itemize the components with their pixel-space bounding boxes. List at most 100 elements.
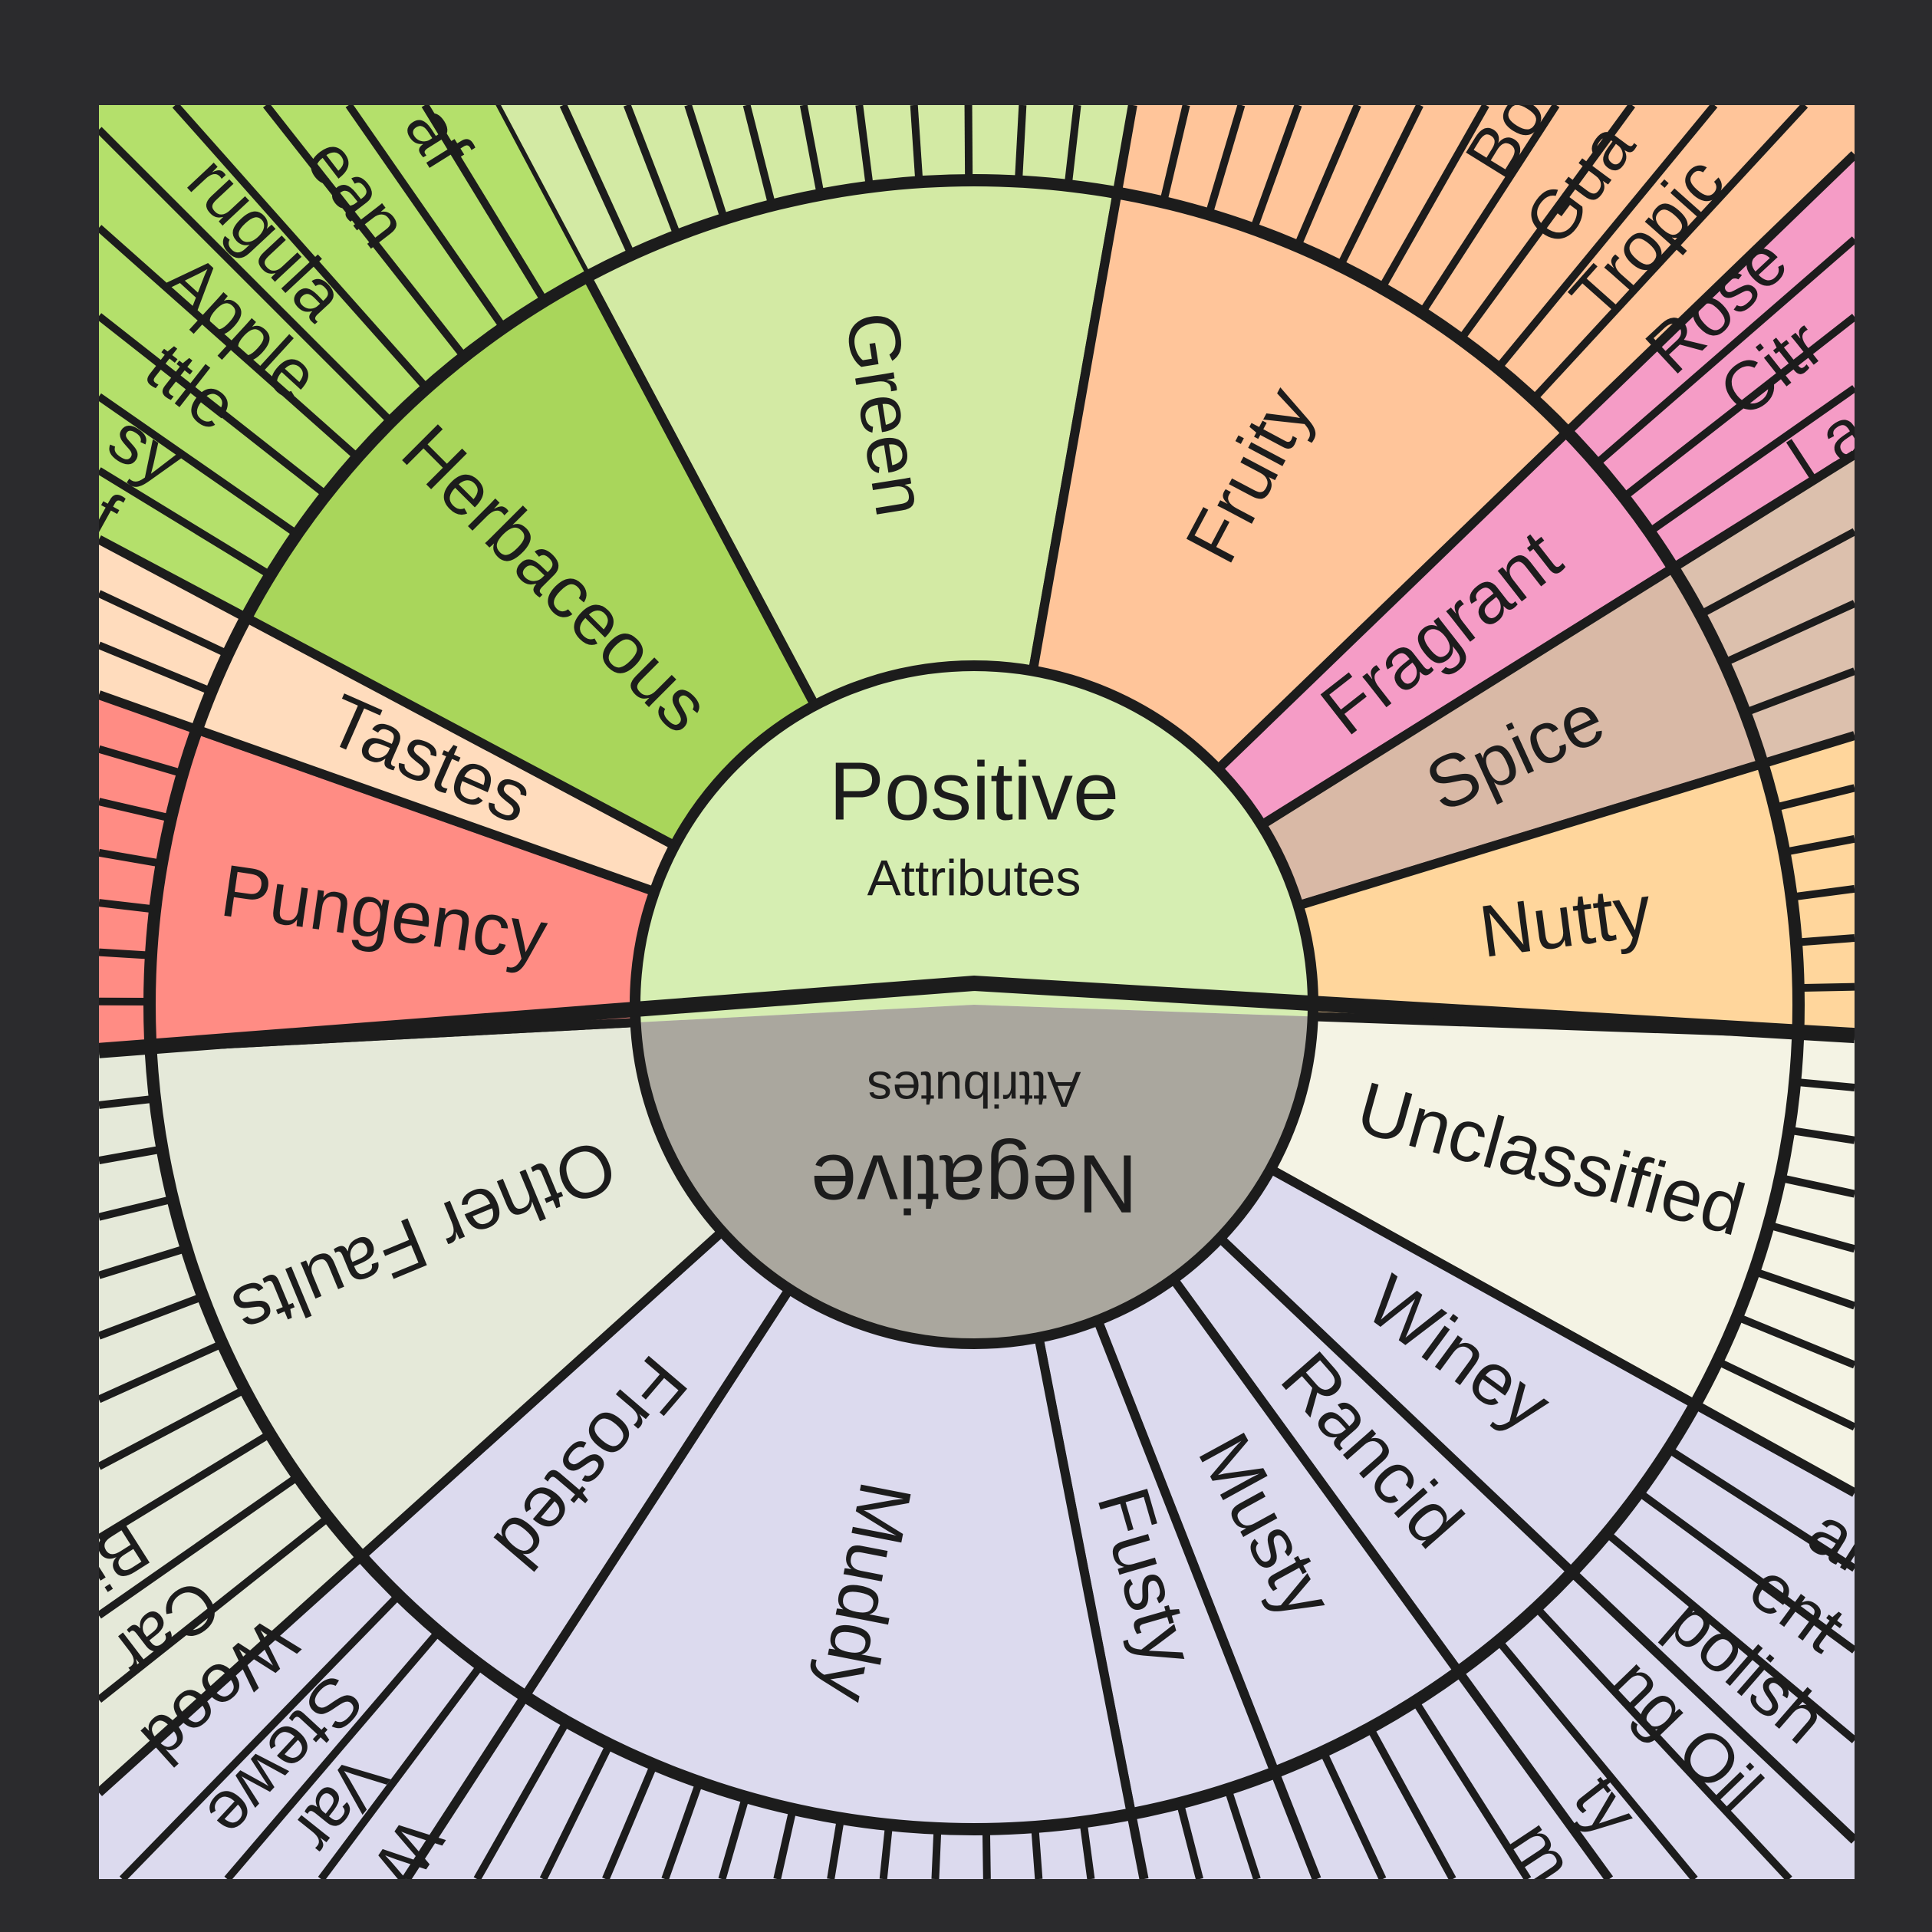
outer-divider [99, 948, 152, 959]
outer-segment-fusty [1131, 1772, 1317, 1879]
outer-divider [99, 313, 329, 499]
category-boundary [1670, 450, 1855, 572]
outer-divider [742, 105, 776, 206]
outer-divider [1294, 105, 1361, 248]
category-boundary [402, 1693, 529, 1879]
outer-divider [1224, 1788, 1261, 1879]
outer-divider [99, 1514, 331, 1703]
outer-divider [1723, 600, 1855, 666]
outer-divider [1418, 105, 1560, 315]
outer-divider [1621, 314, 1855, 501]
outer-divider [1767, 1221, 1855, 1253]
outer-divider [99, 393, 300, 538]
category-boundary [1112, 105, 1137, 194]
outer-divider [1636, 1489, 1855, 1654]
ring-border [143, 174, 1805, 1835]
negative-title: Negative [811, 1137, 1137, 1230]
outer-divider [99, 745, 184, 778]
outer-divider [473, 1720, 571, 1879]
outer-divider [99, 641, 213, 696]
outer-divider [855, 105, 874, 188]
outer-divider [1159, 105, 1190, 203]
outer-divider [224, 1629, 442, 1879]
outer-divider [1698, 528, 1855, 618]
outer-divider [1064, 105, 1081, 186]
negative-hub[interactable] [635, 1005, 1313, 1344]
outer-divider [263, 105, 468, 360]
outer-divider [1798, 982, 1855, 992]
outer-divider [684, 105, 729, 221]
outer-divider [1249, 105, 1302, 231]
outer-divider [1604, 1530, 1855, 1743]
category-boundary [99, 535, 248, 622]
outer-divider [1594, 236, 1855, 467]
outer-divider [1014, 105, 1027, 182]
category-boundary [1564, 151, 1855, 436]
outer-divider [1079, 1821, 1095, 1879]
outer-divider [718, 1795, 750, 1879]
outer-divider [99, 1195, 174, 1221]
outer-divider [1773, 784, 1855, 811]
positive-hub[interactable] [635, 665, 1313, 1023]
outer-divider [1783, 834, 1855, 856]
outer-divider [1791, 884, 1855, 901]
outer-divider [1795, 934, 1855, 946]
outer-divider [827, 1818, 845, 1879]
category-boundary [99, 1552, 365, 1796]
outer-divider [1457, 105, 1635, 342]
outer-divider [99, 1473, 301, 1619]
outer-divider [879, 1824, 894, 1879]
outer-divider [1794, 1078, 1855, 1091]
outer-divider [99, 1430, 272, 1542]
outer-divider [99, 1386, 247, 1470]
outer-divider [559, 105, 635, 257]
outer-divider [172, 105, 430, 391]
outer-divider [99, 1292, 205, 1340]
category-boundary [1127, 1813, 1149, 1879]
outer-divider [99, 1145, 163, 1164]
category-boundary [1761, 731, 1855, 769]
outer-divider [318, 1663, 484, 1879]
outer-divider [99, 899, 156, 913]
outer-divider [1779, 1173, 1855, 1198]
outer-divider [119, 1592, 402, 1879]
positive-subtitle: Attributes [867, 849, 1081, 906]
outer-segment-pungency [99, 695, 197, 1051]
outer-divider [1366, 1726, 1456, 1879]
outer-divider [345, 105, 507, 331]
category-boundary [1568, 1568, 1855, 1844]
outer-divider [1411, 1699, 1532, 1879]
outer-divider [799, 105, 824, 196]
outer-segment-fruity [1117, 105, 1855, 433]
category-boundary [1693, 1400, 1855, 1497]
outer-divider [1753, 1268, 1855, 1310]
outer-segment-herbaceous [99, 105, 587, 618]
outer-segment-unclassified [1695, 1033, 1855, 1493]
outer-divider [99, 590, 230, 658]
outer-divider [1495, 1638, 1698, 1879]
outer-divider [1495, 105, 1718, 371]
outer-divider [1176, 1802, 1203, 1879]
outer-divider [1205, 105, 1246, 216]
outer-divider [982, 1828, 991, 1879]
negative-subtitle: Attributes [867, 1061, 1081, 1118]
outer-divider [99, 798, 172, 822]
outer-divider [1736, 1313, 1855, 1369]
outer-divider [661, 1780, 703, 1879]
outer-divider [99, 1244, 188, 1279]
outer-divider [1530, 105, 1809, 402]
outer-divider [1533, 1605, 1792, 1879]
category-boundary [1270, 1770, 1321, 1879]
outer-divider [910, 105, 923, 183]
category-boundary [99, 690, 199, 734]
category-boundary [1455, 1669, 1614, 1879]
outer-segment-nutty [1762, 736, 1855, 1036]
outer-divider [99, 848, 163, 867]
outer-segment-other-faults [99, 1048, 362, 1793]
outer-divider [99, 1094, 156, 1109]
outer-divider [99, 225, 360, 461]
